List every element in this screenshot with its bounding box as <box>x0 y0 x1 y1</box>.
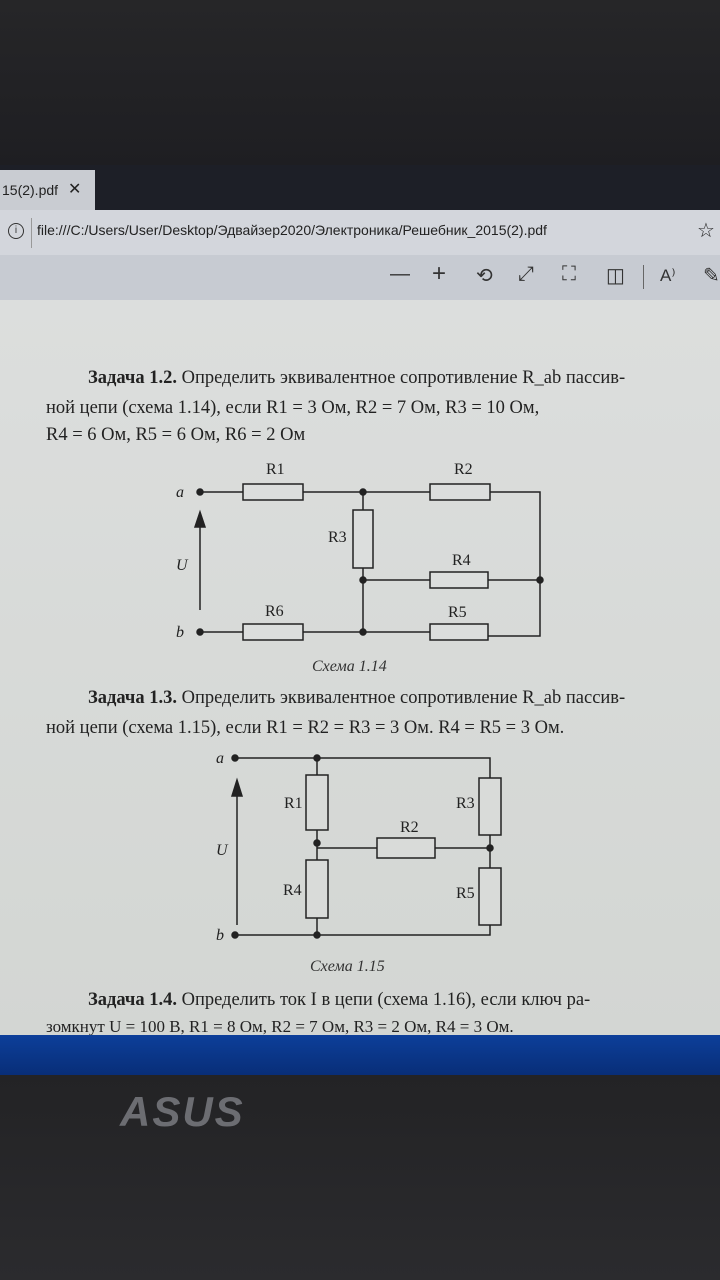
task-text: Определить ток I в цепи (схема 1.16), ес… <box>181 990 591 1010</box>
task-1-2-line2: ной цепи (схема 1.14), если R1 = 3 Ом, R… <box>46 398 540 418</box>
task-1-2-line3: R4 = 6 Ом, R5 = 6 Ом, R6 = 2 Ом <box>46 425 306 445</box>
task-1-4-line2: зомкнут U = 100 В, R1 = 8 Ом, R2 = 7 Ом,… <box>46 1017 514 1036</box>
node-a-label: a <box>216 750 224 767</box>
r5-label: R5 <box>448 604 467 621</box>
task-title: Задача 1.3. <box>88 688 177 708</box>
task-1-3-line1: Задача 1.3. Определить эквивалентное соп… <box>88 688 625 709</box>
page-view-icon[interactable]: ◫ <box>606 265 625 287</box>
scheme-1-15: a b U R1 R2 R3 R4 R5 <box>216 750 502 944</box>
voltage-label: U <box>176 557 189 574</box>
task-title: Задача 1.2. <box>88 368 177 388</box>
scheme-1-14-caption: Схема 1.14 <box>312 658 387 675</box>
node-a-label: a <box>176 484 184 501</box>
draw-icon[interactable]: ✎ <box>703 265 720 287</box>
r5-label: R5 <box>456 885 475 902</box>
tab-title: 15(2).pdf <box>2 182 59 198</box>
node-b-label: b <box>176 624 184 641</box>
task-1-4-line1: Задача 1.4. Определить ток I в цепи (схе… <box>88 990 590 1011</box>
r2-label: R2 <box>454 461 473 478</box>
task-1-3-line2: ной цепи (схема 1.15), если R1 = R2 = R3… <box>46 718 565 738</box>
task-text: Определить эквивалентное сопротивление R… <box>181 688 626 708</box>
background-dark <box>0 0 720 170</box>
taskbar <box>0 1035 720 1075</box>
r2-label: R2 <box>400 819 419 836</box>
r3-label: R3 <box>456 795 475 812</box>
node-b-label: b <box>216 927 224 944</box>
task-title: Задача 1.4. <box>88 990 177 1010</box>
r4-label: R4 <box>452 552 471 569</box>
r1-label: R1 <box>284 795 303 812</box>
task-1-2-line1: Задача 1.2. Определить эквивалентное соп… <box>88 368 625 389</box>
tab-strip <box>0 165 720 210</box>
fit-page-icon[interactable]: ⤢ <box>518 263 534 285</box>
scheme-1-15-caption: Схема 1.15 <box>310 958 385 975</box>
divider <box>31 218 32 248</box>
laptop-bezel <box>0 1075 720 1280</box>
r4-label: R4 <box>283 882 302 899</box>
close-icon[interactable]: ✕ <box>68 181 82 198</box>
fullscreen-icon[interactable]: ⛶ <box>562 263 576 285</box>
rotate-icon[interactable]: ⟲ <box>476 265 493 287</box>
r1-label: R1 <box>266 461 285 478</box>
task-text: Определить эквивалентное сопротивление R… <box>181 368 626 388</box>
zoom-out-button[interactable]: — <box>390 263 410 285</box>
info-icon[interactable]: i <box>8 223 24 239</box>
asus-logo: ASUS <box>120 1088 245 1135</box>
favorite-star-icon[interactable]: ☆ <box>697 220 715 242</box>
url-input[interactable]: file:///C:/Users/User/Desktop/Эдвайзер20… <box>37 222 547 238</box>
tab-pdf[interactable]: 15(2).pdf ✕ <box>0 170 95 210</box>
scheme-1-14: a b U R1 R2 R3 R4 R5 R6 <box>176 461 544 641</box>
address-bar: i file:///C:/Users/User/Desktop/Эдвайзер… <box>0 210 720 256</box>
pdf-toolbar: — + ⟲ ⤢ ⛶ ◫ A⁾ ✎ <box>0 255 720 300</box>
voltage-label: U <box>216 842 229 859</box>
read-aloud-button[interactable]: A⁾ <box>660 266 676 285</box>
pdf-page <box>0 300 720 1035</box>
r3-label: R3 <box>328 529 347 546</box>
divider <box>643 265 644 289</box>
r6-label: R6 <box>265 603 284 620</box>
zoom-in-button[interactable]: + <box>432 260 447 287</box>
